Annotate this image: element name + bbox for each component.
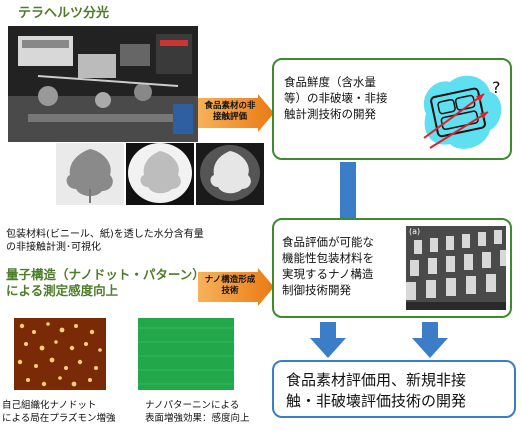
lab-equipment-photo <box>8 26 198 142</box>
packaging-nanostructure-text: 食品評価が可能な 機能性包装材料を 実現するナノ構造 制御技術開発 <box>282 235 374 297</box>
freshness-text: 食品鮮度（含水量 等）の非破壊・非接 触計測技術の開発 <box>284 75 388 121</box>
packaging-caption: 包装材料(ビニール、紙)を透した水分含有量 の非接触計測･可視化 <box>6 229 204 253</box>
nanopattern-caption: ナノパターニンによる 表面増強効果：感度向上 <box>145 400 250 424</box>
blue-connector-bar <box>340 162 356 218</box>
leaf-image-strip <box>56 143 264 213</box>
arrow-label-nanostructure: ナノ構造形成技術 <box>204 275 256 296</box>
terahertz-title: テラヘルツ分光 <box>18 6 110 21</box>
nanodot-image <box>14 318 106 390</box>
nanopattern-image <box>138 318 234 390</box>
sem-label: (a) <box>409 227 421 236</box>
orange-arrow-noncontact: 食品素材の非接触評価 <box>198 94 274 132</box>
result-text: 食品素材評価用、新規非接 触・非破壊評価技術の開発 <box>286 371 467 410</box>
food-package-illustration: ? <box>420 68 506 156</box>
packaging-nanostructure-box: 食品評価が可能な 機能性包装材料を 実現するナノ構造 制御技術開発 (a) <box>272 218 512 318</box>
result-box: 食品素材評価用、新規非接 触・非破壊評価技術の開発 <box>272 360 516 418</box>
blue-down-arrow-left <box>310 322 346 358</box>
leaf-terahertz-image-2 <box>196 143 264 205</box>
freshness-measurement-box: 食品鮮度（含水量 等）の非破壊・非接 触計測技術の開発 ? <box>272 58 512 160</box>
sem-image: (a) <box>406 226 506 310</box>
quantum-structure-title: 量子構造（ナノドット・パターン） による測定感度向上 <box>6 267 205 298</box>
orange-arrow-nanostructure: ナノ構造形成技術 <box>198 268 274 306</box>
leaf-terahertz-image-1 <box>126 143 194 205</box>
leaf-visible-image <box>56 143 124 205</box>
question-mark: ? <box>492 78 501 97</box>
nanodot-caption: 自己組織化ナノドット による局在プラズモン増強 <box>2 400 116 424</box>
blue-down-arrow-right <box>412 322 448 358</box>
arrow-label-noncontact: 食品素材の非接触評価 <box>204 101 256 122</box>
